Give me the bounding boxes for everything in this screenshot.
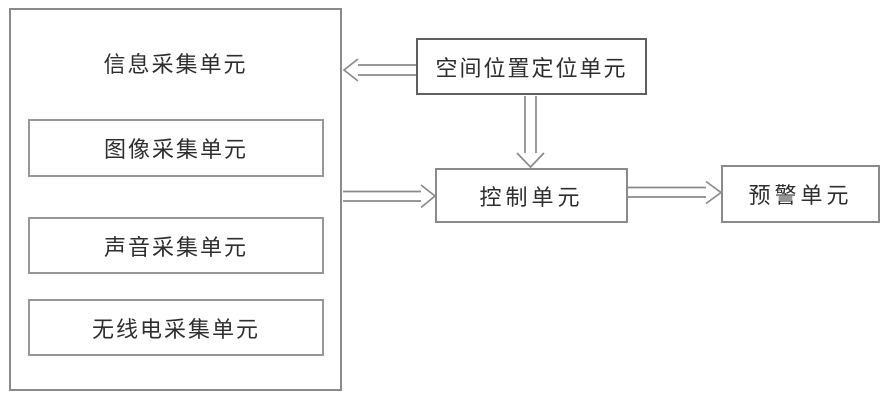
node-control: 控制单元 [435, 168, 628, 223]
node-info-collection-label: 信息采集单元 [103, 53, 248, 78]
arrow-info-collection-to-control [343, 184, 437, 209]
node-spatial-positioning-label: 空间位置定位单元 [435, 56, 628, 82]
node-warning: 预警单元 [721, 165, 880, 223]
arrow-spatial-to-info-collection [342, 58, 416, 82]
node-warning-label: 预警单元 [748, 184, 853, 209]
arrow-spatial-to-control [516, 96, 545, 169]
node-image-collection-label: 图像采集单元 [103, 138, 248, 163]
node-spatial-positioning: 空间位置定位单元 [416, 38, 647, 95]
node-sound-collection-label: 声音采集单元 [103, 235, 248, 261]
arrow-control-to-warning [628, 180, 723, 205]
node-radio-collection-label: 无线电采集单元 [91, 317, 260, 343]
node-control-label: 控制单元 [479, 185, 584, 211]
node-info-collection: 信息采集单元 图像采集单元 声音采集单元 无线电采集单元 [9, 8, 342, 391]
node-image-collection: 图像采集单元 [28, 119, 324, 177]
node-sound-collection: 声音采集单元 [28, 217, 324, 274]
node-radio-collection: 无线电采集单元 [28, 299, 324, 356]
